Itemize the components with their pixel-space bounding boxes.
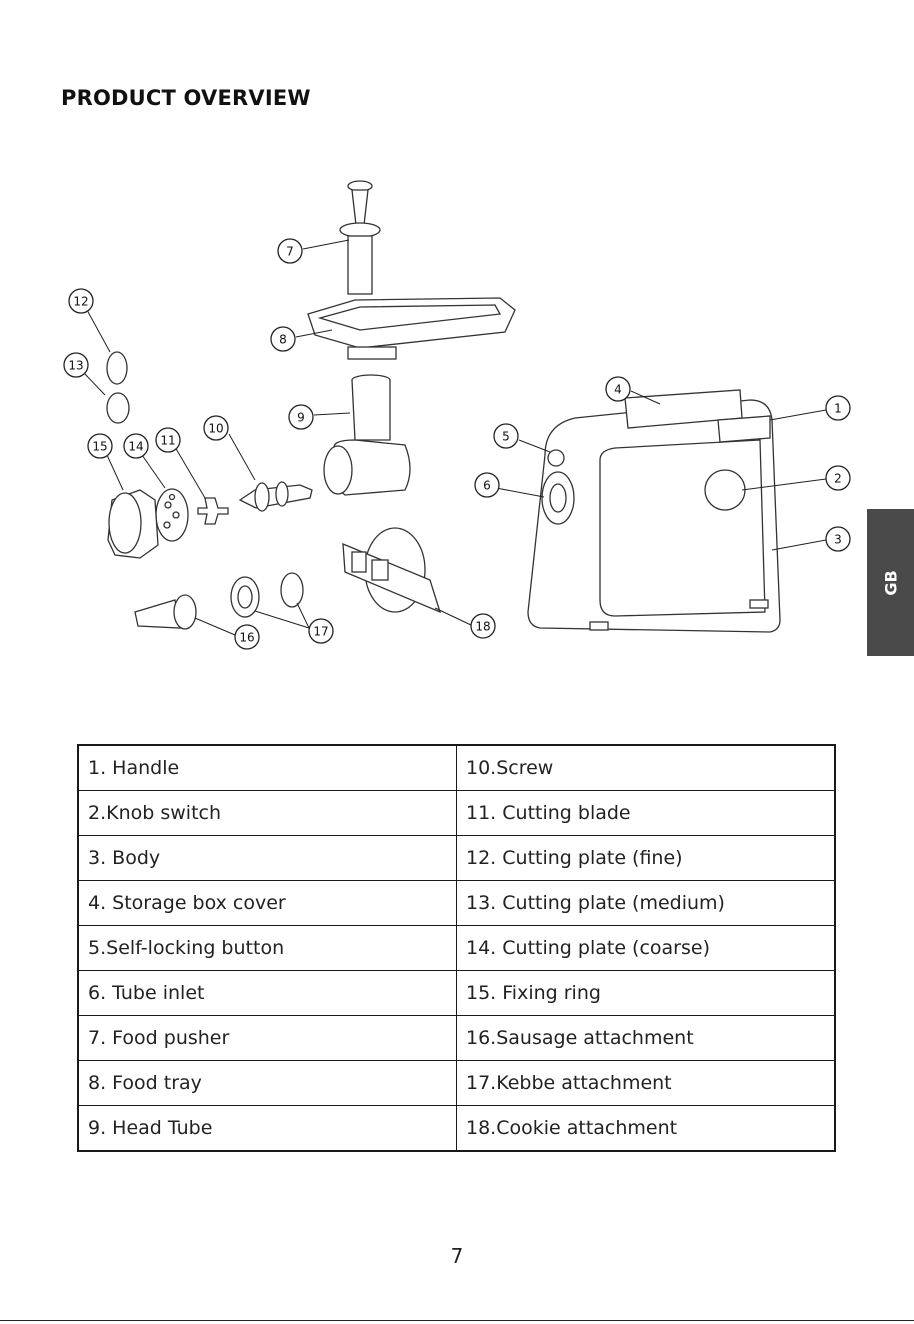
callout-5: 5 [493,423,519,449]
table-cell: 5.Self-locking button [77,925,457,971]
callout-2: 2 [825,465,851,491]
cookie-attachment-drawing [342,527,442,614]
table-cell: 1. Handle [77,744,457,791]
food-pusher-drawing [339,180,381,295]
table-cell: 3. Body [77,835,457,881]
head-tube-drawing [323,374,411,496]
table-cell: 7. Food pusher [77,1015,457,1061]
callout-12: 12 [68,288,94,314]
callout-16-label: 16 [239,631,254,645]
callout-13: 13 [63,352,89,378]
callout-1-label: 1 [834,402,842,416]
sausage-attachment-drawing [134,594,197,630]
callout-13-label: 13 [68,359,83,373]
page-title: PRODUCT OVERVIEW [61,86,311,110]
table-cell: 15. Fixing ring [456,970,836,1016]
callout-15: 15 [87,433,113,459]
callout-5-label: 5 [502,430,510,444]
table-cell: 16.Sausage attachment [456,1015,836,1061]
table-cell: 9. Head Tube [77,1105,457,1152]
callout-14-label: 14 [128,440,143,454]
table-cell: 12. Cutting plate (fine) [456,835,836,881]
callout-10: 10 [203,415,229,441]
callout-8-label: 8 [279,333,287,347]
callout-10-label: 10 [208,422,223,436]
page-number: 7 [450,1244,464,1268]
callout-7: 7 [277,238,303,264]
callout-12-label: 12 [73,295,88,309]
language-tab: GB [867,509,914,656]
table-cell: 18.Cookie attachment [456,1105,836,1152]
callout-4-label: 4 [614,383,622,397]
callout-6-label: 6 [483,479,491,493]
table-cell: 11. Cutting blade [456,790,836,836]
callout-3: 3 [825,526,851,552]
callout-17-label: 17 [313,625,328,639]
callout-9: 9 [288,404,314,430]
callout-11: 11 [155,427,181,453]
fixing-ring-drawing [107,489,159,559]
table-cell: 4. Storage box cover [77,880,457,926]
screw-drawing [238,481,313,512]
callout-1: 1 [825,395,851,421]
table-cell: 6. Tube inlet [77,970,457,1016]
callout-3-label: 3 [834,533,842,547]
cutting-plate-medium-drawing [106,392,130,424]
callout-2-label: 2 [834,472,842,486]
table-cell: 14. Cutting plate (coarse) [456,925,836,971]
table-cell: 2.Knob switch [77,790,457,836]
callout-7-label: 7 [286,245,294,259]
callout-6: 6 [474,472,500,498]
callout-15-label: 15 [92,440,107,454]
food-tray-drawing [307,297,516,360]
table-cell: 8. Food tray [77,1060,457,1106]
table-cell: 10.Screw [456,744,836,791]
callout-11-label: 11 [160,434,175,448]
table-cell: 13. Cutting plate (medium) [456,880,836,926]
callout-4: 4 [605,376,631,402]
callout-18: 18 [470,613,496,639]
callout-14: 14 [123,433,149,459]
cutting-plate-fine-drawing [106,351,128,385]
callout-9-label: 9 [297,411,305,425]
callout-16: 16 [234,624,260,650]
cutting-plate-coarse-drawing [155,488,189,542]
table-cell: 17.Kebbe attachment [456,1060,836,1106]
cutting-blade-drawing [197,497,229,525]
language-tab-label: GB [881,569,900,596]
kebbe-attachment-drawing [230,572,304,618]
body-drawing [527,389,781,633]
product-exploded-diagram: 7 8 9 10 11 12 13 14 15 16 17 18 6 5 4 1… [63,180,851,650]
callout-17: 17 [308,618,334,644]
bottom-divider [0,1320,914,1321]
callout-8: 8 [270,326,296,352]
callout-18-label: 18 [475,620,490,634]
